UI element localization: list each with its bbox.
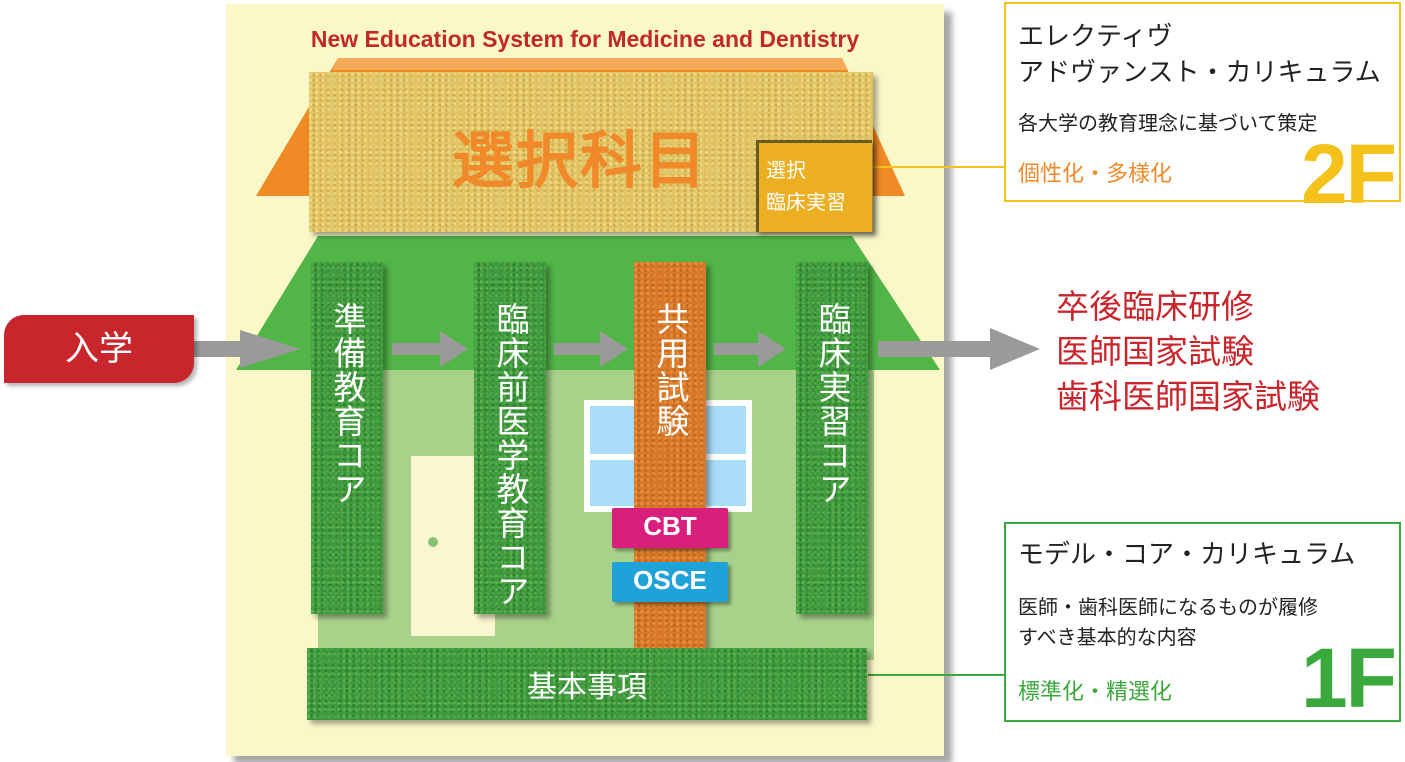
arrow-shaft xyxy=(194,341,244,357)
info-box-2f: エレクティヴ アドヴァンスト・カリキュラム 各大学の教育理念に基づいて策定 個性… xyxy=(1004,2,1401,216)
box-2f-title-line2: アドヴァンスト・カリキュラム xyxy=(1018,58,1381,88)
box-2f-description: 各大学の教育理念に基づいて策定 xyxy=(1018,111,1318,135)
diagram-title: New Education System for Medicine and De… xyxy=(310,26,860,52)
info-box-1f: モデル・コア・カリキュラム 医師・歯科医師になるものが履修 すべき基本的な内容 … xyxy=(1004,522,1401,722)
cbt-badge: CBT xyxy=(612,508,728,548)
elective-subjects-label: 選択科目 xyxy=(451,124,708,197)
elective-clinical-practice-box xyxy=(756,140,872,232)
arrow-head xyxy=(240,330,300,368)
elective-clinical-practice-label: 選択 臨床実習 xyxy=(766,158,846,214)
box-2f-title-line1: エレクティヴ xyxy=(1018,22,1173,52)
flow-arrows xyxy=(194,328,1040,370)
floor-label-1f: 1F xyxy=(1300,631,1397,725)
box-1f-description-line2: すべき基本的な内容 xyxy=(1018,625,1197,649)
box-1f-tagline: 標準化・精選化 xyxy=(1018,680,1173,705)
list-item: 卒後臨床研修 xyxy=(1056,287,1254,326)
box-1f-description-line1: 医師・歯科医師になるものが履修 xyxy=(1018,595,1318,619)
pillar-preclinical-core: 臨床前医学教育コア xyxy=(474,262,546,614)
box-1f-title: モデル・コア・カリキュラム xyxy=(1018,540,1356,570)
foundation-block: 基本事項 xyxy=(307,648,867,720)
list-item: 歯科医師国家試験 xyxy=(1056,377,1320,416)
pillar-preparatory-core: 準備教育コア xyxy=(311,262,383,614)
enrollment-badge: 入学 xyxy=(4,315,194,383)
pillar-clinical-practice-core: 臨床実習コア xyxy=(796,262,868,614)
box-2f-tagline: 個性化・多様化 xyxy=(1018,162,1173,187)
post-graduation-list: 卒後臨床研修 医師国家試験 歯科医師国家試験 xyxy=(1056,284,1320,419)
list-item: 医師国家試験 xyxy=(1056,332,1254,371)
door-knob xyxy=(428,537,438,547)
floor-label-2f: 2F xyxy=(1300,127,1397,221)
osce-badge: OSCE xyxy=(612,562,728,602)
